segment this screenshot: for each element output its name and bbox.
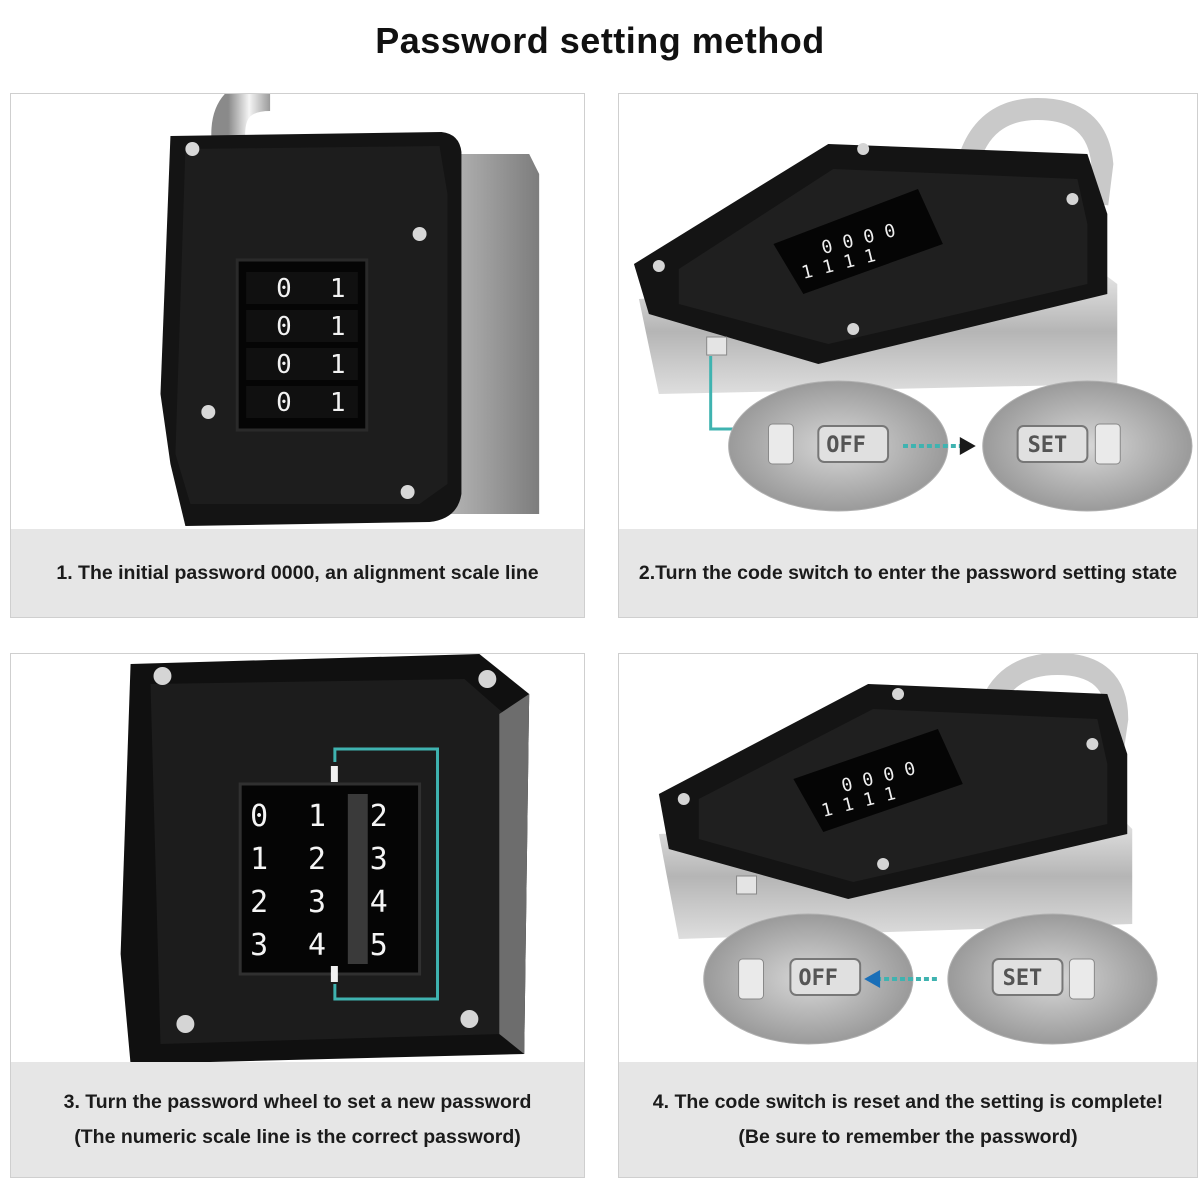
wheel-digit: 2 [250, 885, 268, 920]
digit-wheels: 0 1 2 1 2 3 2 3 4 3 4 5 [250, 799, 388, 963]
step-1-panel: 0 1 0 1 0 1 0 1 1. The initial password … [10, 93, 585, 618]
switch-label-off: OFF [798, 966, 838, 991]
wheel-digit: 0 [276, 312, 292, 342]
padlock-initial-image: 0 1 0 1 0 1 0 1 [11, 94, 584, 531]
wheel-digit: 1 [330, 388, 346, 418]
arrow-right-icon [903, 437, 976, 455]
wheel-digit: 4 [308, 928, 326, 963]
wheel-digit: 3 [308, 885, 326, 920]
wheel-digit: 5 [370, 928, 388, 963]
caption-line: 1. The initial password 0000, an alignme… [56, 561, 539, 584]
step-2-panel: 0 0 0 0 1 1 1 1 OFF SET 2.Turn the code … [618, 93, 1198, 618]
caption-line: (Be sure to remember the password) [738, 1125, 1078, 1148]
step-3-panel: 0 1 2 1 2 3 2 3 4 3 4 5 3. Turn the pass… [10, 653, 585, 1178]
wheel-digit: 0 [250, 799, 268, 834]
wheel-digit: 1 [250, 842, 268, 877]
wheel-digit: 1 [330, 350, 346, 380]
caption-line: 2.Turn the code switch to enter the pass… [638, 561, 1178, 584]
wheel-digit: 0 [276, 350, 292, 380]
switch-label-set: SET [1028, 433, 1068, 458]
padlock-wheel-closeup-image: 0 1 2 1 2 3 2 3 4 3 4 5 [11, 654, 584, 1064]
digit-wheels: 0 1 0 1 0 1 0 1 [246, 272, 358, 418]
wheel-digit: 3 [250, 928, 268, 963]
wheel-digit: 0 [276, 274, 292, 304]
wheel-digit: 4 [370, 885, 388, 920]
step-2-caption: 2.Turn the code switch to enter the pass… [619, 529, 1197, 617]
page-title: Password setting method [375, 20, 825, 61]
switch-label-set: SET [1003, 966, 1043, 991]
wheel-digit: 0 [276, 388, 292, 418]
wheel-digit: 3 [370, 842, 388, 877]
padlock-switch-set-to-off-image: 0 0 0 0 1 1 1 1 OFF SET [619, 654, 1197, 1064]
wheel-digit: 2 [308, 842, 326, 877]
wheel-digit: 2 [370, 799, 388, 834]
arrow-left-icon [864, 970, 940, 988]
step-1-caption: 1. The initial password 0000, an alignme… [11, 529, 584, 617]
step-3-caption: 3. Turn the password wheel to set a new … [11, 1062, 584, 1177]
step-4-caption: 4. The code switch is reset and the sett… [619, 1062, 1197, 1177]
step-4-panel: 0 0 0 0 1 1 1 1 OFF SET 4. The code swit… [618, 653, 1198, 1178]
switch-label-off: OFF [826, 433, 866, 458]
wheel-digit: 1 [330, 312, 346, 342]
caption-line: (The numeric scale line is the correct p… [74, 1125, 521, 1148]
caption-line: 3. Turn the password wheel to set a new … [63, 1090, 532, 1113]
padlock-switch-off-to-set-image: 0 0 0 0 1 1 1 1 OFF SET [619, 94, 1197, 531]
wheel-digit: 1 [330, 274, 346, 304]
caption-line: 4. The code switch is reset and the sett… [652, 1090, 1164, 1113]
wheel-digit: 1 [308, 799, 326, 834]
